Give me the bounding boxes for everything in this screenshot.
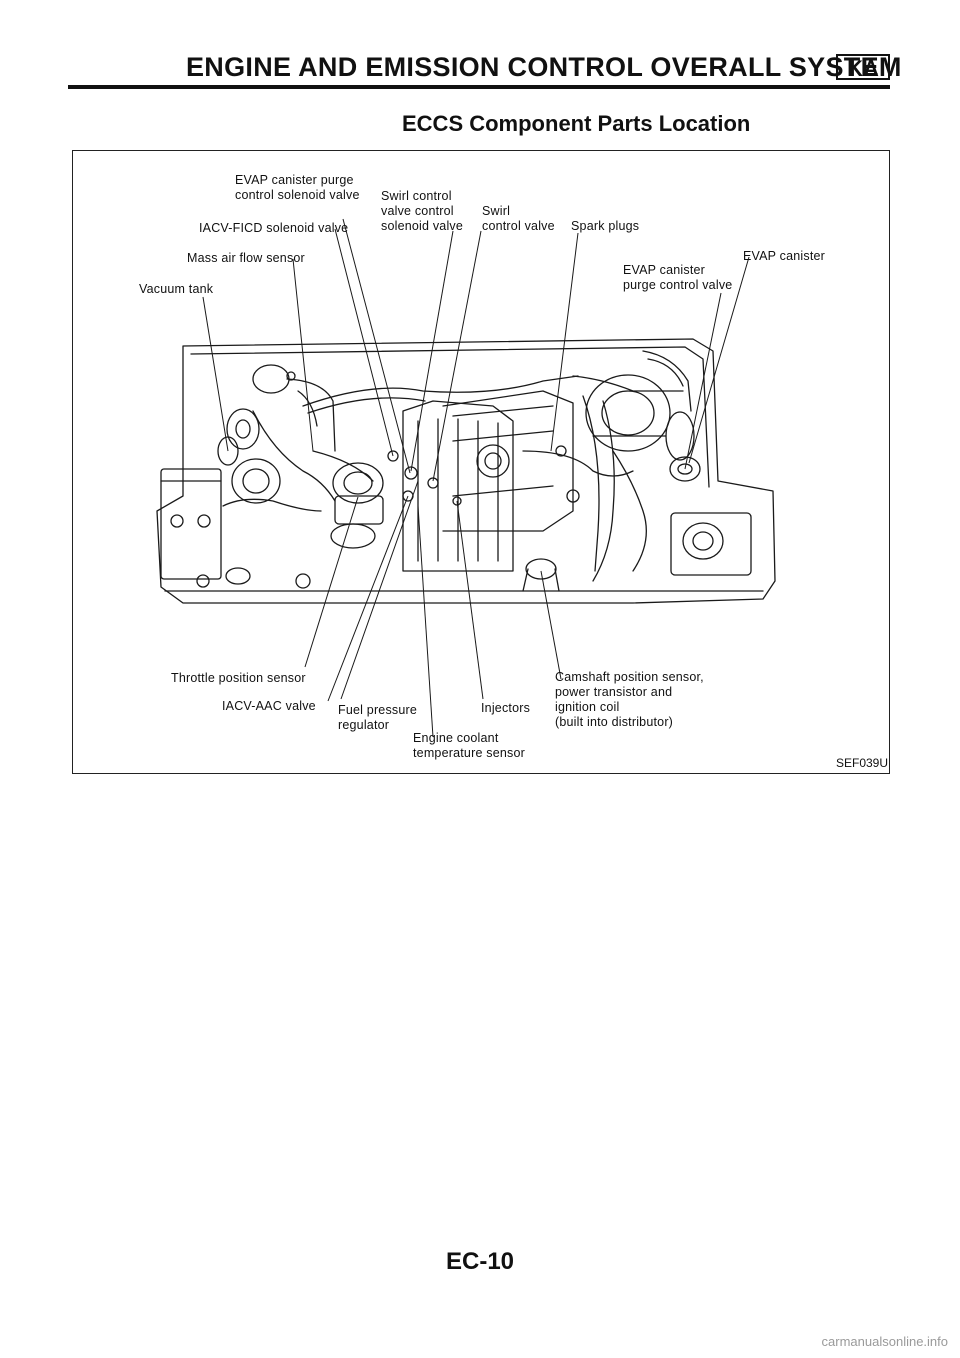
label-throttle-position: Throttle position sensor [171,671,306,685]
watermark: carmanualsonline.info [821,1334,948,1349]
label-iacv-ficd: IACV-FICD solenoid valve [199,221,349,235]
label-injectors: Injectors [481,701,531,715]
page-number: EC-10 [445,1248,515,1275]
header-rule [68,85,890,89]
label-engine-coolant: Engine coolant temperature sensor [413,731,525,760]
figure-frame: EVAP canister purge control solenoid val… [72,150,890,774]
label-mass-air-flow: Mass air flow sensor [187,251,305,265]
header-title: ENGINE AND EMISSION CONTROL OVERALL SYST… [186,52,902,82]
label-fuel-pressure: Fuel pressure regulator [338,703,418,732]
label-spark-plugs: Spark plugs [571,219,640,233]
engine-bay-illustration [156,218,776,738]
label-swirl-control-valve: Swirl control valve [482,204,555,233]
header-badge: KA [836,54,890,81]
label-evap-canister: EVAP canister [743,249,826,263]
label-iacv-aac: IACV-AAC valve [222,699,316,713]
label-evap-purge-solenoid: EVAP canister purge control solenoid val… [235,173,360,202]
label-evap-purge-valve: EVAP canister purge control valve [623,263,733,292]
figure-code: SEF039U [836,756,889,770]
label-camshaft: Camshaft position sensor, power transist… [555,670,704,729]
label-vacuum-tank: Vacuum tank [139,282,214,296]
section-title: ECCS Component Parts Location [402,111,751,136]
label-swirl-solenoid: Swirl control valve control solenoid val… [381,189,464,233]
